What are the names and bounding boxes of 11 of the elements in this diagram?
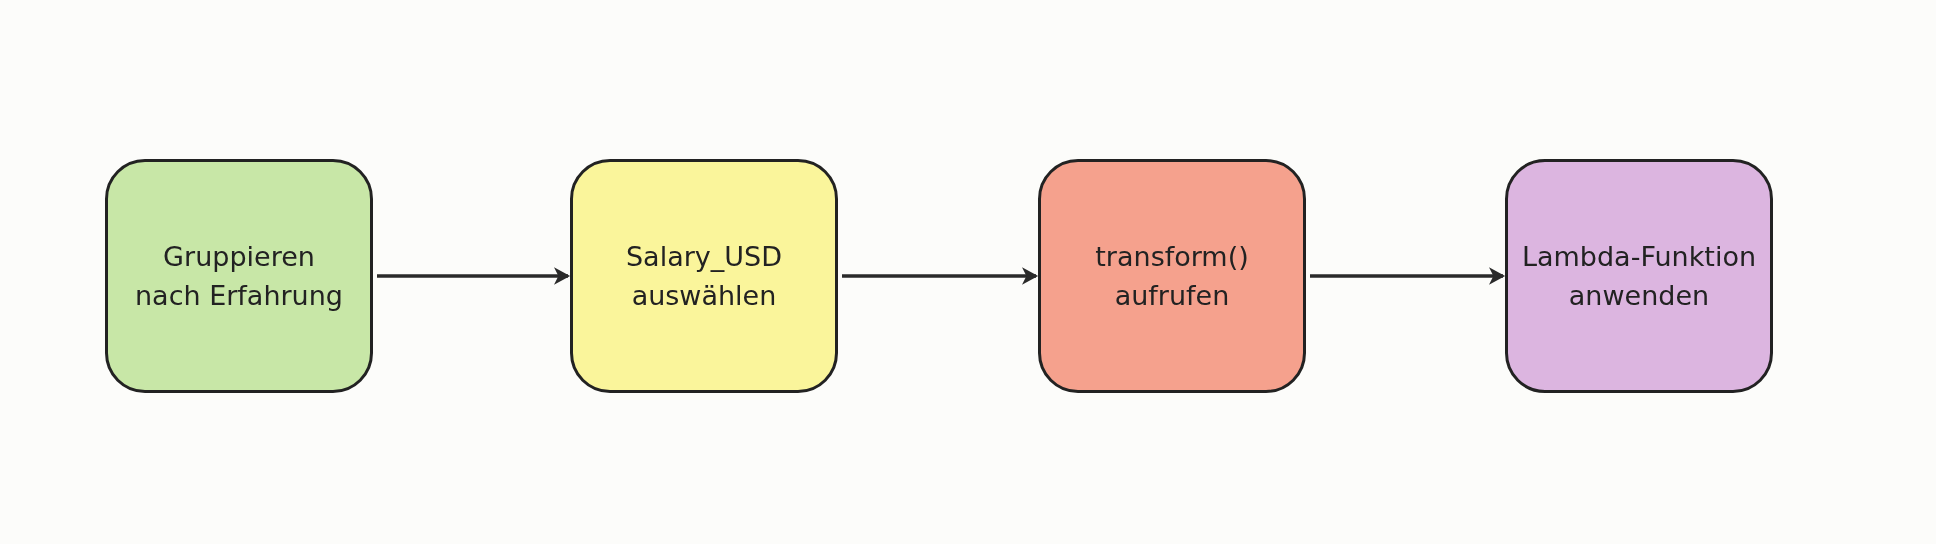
process-box	[1505, 159, 1773, 393]
arrow	[1310, 267, 1506, 285]
box-label: transform() aufrufen	[1094, 239, 1250, 313]
arrow	[377, 267, 571, 285]
process-box	[1038, 159, 1306, 393]
arrow	[842, 267, 1039, 285]
box-label: Lambda-Funktion anwenden	[1520, 239, 1758, 313]
process-box	[105, 159, 373, 393]
box-label: Salary_USD auswählen	[625, 239, 783, 313]
box-label: Gruppieren nach Erfahrung	[134, 239, 344, 313]
process-box	[570, 159, 838, 393]
